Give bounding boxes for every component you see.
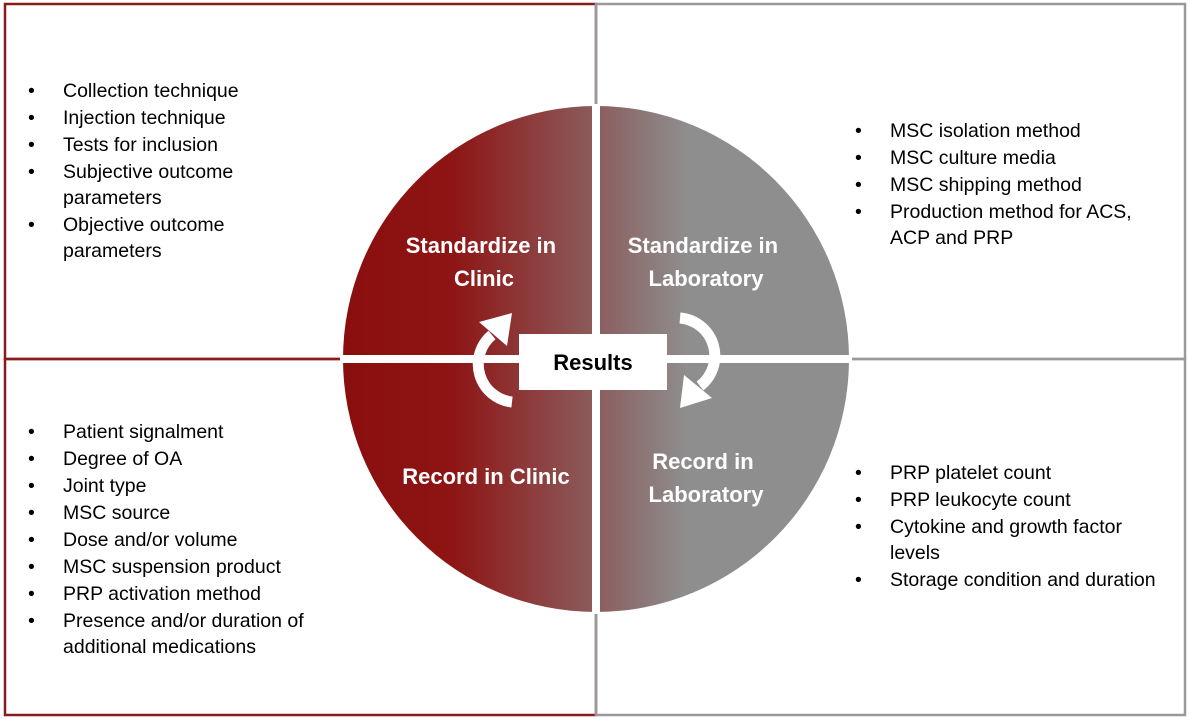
cycle-arrow-left-icon bbox=[472, 313, 513, 408]
list-item: • Objective outcome parameters bbox=[8, 212, 308, 264]
list-item: • MSC isolation method bbox=[835, 118, 1165, 144]
list-item-text: Dose and/or volume bbox=[63, 529, 238, 551]
list-item: • Injection technique bbox=[8, 105, 308, 131]
list-item: • MSC source bbox=[8, 500, 328, 526]
bullet-icon: • bbox=[855, 201, 862, 223]
results-box bbox=[519, 334, 667, 390]
list-item: • MSC suspension product bbox=[8, 554, 328, 580]
list-item: • Degree of OA bbox=[8, 446, 328, 472]
list-item: • Joint type bbox=[8, 473, 328, 499]
list-item-text: Degree of OA bbox=[63, 448, 183, 470]
bullet-icon: • bbox=[28, 610, 35, 632]
bullet-icon: • bbox=[28, 556, 35, 578]
bullet-icon: • bbox=[28, 214, 35, 236]
list-item-text: PRP platelet count bbox=[890, 462, 1052, 484]
bullet-icon: • bbox=[855, 489, 862, 511]
list-item-text: Subjective outcome parameters bbox=[63, 161, 234, 209]
bullet-icon: • bbox=[855, 174, 862, 196]
list-item: • Production method for ACS, ACP and PRP bbox=[835, 199, 1165, 251]
standardize-clinic-list: • Collection technique • Injection techniqu… bbox=[8, 78, 308, 265]
list-item-text: Presence and/or duration of additional m… bbox=[63, 610, 304, 658]
list-item-text: MSC source bbox=[63, 502, 171, 524]
list-item: • Storage condition and duration bbox=[835, 567, 1165, 593]
list-item-text: Production method for ACS, ACP and PRP bbox=[890, 201, 1132, 249]
list-item-text: Tests for inclusion bbox=[63, 134, 218, 156]
bullet-icon: • bbox=[855, 120, 862, 142]
list-item-text: MSC culture media bbox=[890, 147, 1056, 169]
list-item: • PRP activation method bbox=[8, 581, 328, 607]
cycle-arrow-right-icon bbox=[679, 312, 721, 408]
title-standardize-lab: Standardize in Laboratory bbox=[628, 233, 784, 291]
list-item-text: Storage condition and duration bbox=[890, 569, 1156, 591]
bullet-icon: • bbox=[855, 516, 862, 538]
list-item-text: PRP activation method bbox=[63, 583, 261, 605]
bullet-icon: • bbox=[28, 502, 35, 524]
list-item-text: Joint type bbox=[63, 475, 147, 497]
bullet-icon: • bbox=[28, 161, 35, 183]
results-label: Results bbox=[553, 350, 632, 375]
list-item-text: Injection technique bbox=[63, 107, 226, 129]
bullet-icon: • bbox=[28, 475, 35, 497]
bullet-icon: • bbox=[28, 529, 35, 551]
bullet-icon: • bbox=[28, 80, 35, 102]
list-item: • Patient signalment bbox=[8, 419, 328, 445]
title-standardize-clinic: Standardize in Clinic bbox=[406, 233, 562, 291]
list-item: • Tests for inclusion bbox=[8, 132, 308, 158]
bullet-icon: • bbox=[28, 448, 35, 470]
bullet-icon: • bbox=[855, 147, 862, 169]
list-item: • Dose and/or volume bbox=[8, 527, 328, 553]
record-lab-list: •PRP platelet count•PRP leukocyte count•… bbox=[835, 460, 1165, 594]
list-item: • PRP leukocyte count bbox=[835, 487, 1165, 513]
list-item: • Presence and/or duration of additional … bbox=[8, 608, 328, 660]
list-item: • PRP platelet count bbox=[835, 460, 1165, 486]
list-item-text: Collection technique bbox=[63, 80, 239, 102]
list-item: • Cytokine and growth factor levels bbox=[835, 514, 1165, 566]
list-item: • Collection technique bbox=[8, 78, 308, 104]
list-item-text: MSC isolation method bbox=[890, 120, 1081, 142]
bullet-icon: • bbox=[855, 569, 862, 591]
record-clinic-list: • Patient signalment • Degree of OA • Joint t… bbox=[8, 419, 328, 661]
list-item: • Subjective outcome parameters bbox=[8, 159, 308, 211]
title-record-clinic: Record in Clinic bbox=[402, 464, 569, 489]
list-item-text: Objective outcome parameters bbox=[63, 214, 225, 262]
bullet-icon: • bbox=[28, 583, 35, 605]
list-item-text: PRP leukocyte count bbox=[890, 489, 1071, 511]
bullet-icon: • bbox=[28, 107, 35, 129]
list-item-text: Cytokine and growth factor levels bbox=[890, 516, 1122, 564]
list-item: • MSC shipping method bbox=[835, 172, 1165, 198]
list-item-text: MSC shipping method bbox=[890, 174, 1082, 196]
list-item-text: Patient signalment bbox=[63, 421, 224, 443]
standardize-lab-list: •MSC isolation method•MSC culture media•… bbox=[835, 118, 1165, 252]
list-item-text: MSC suspension product bbox=[63, 556, 281, 578]
bullet-icon: • bbox=[28, 134, 35, 156]
title-record-lab: Record in Laboratory bbox=[649, 449, 765, 507]
bullet-icon: • bbox=[28, 421, 35, 443]
bullet-icon: • bbox=[855, 462, 862, 484]
list-item: • MSC culture media bbox=[835, 145, 1165, 171]
